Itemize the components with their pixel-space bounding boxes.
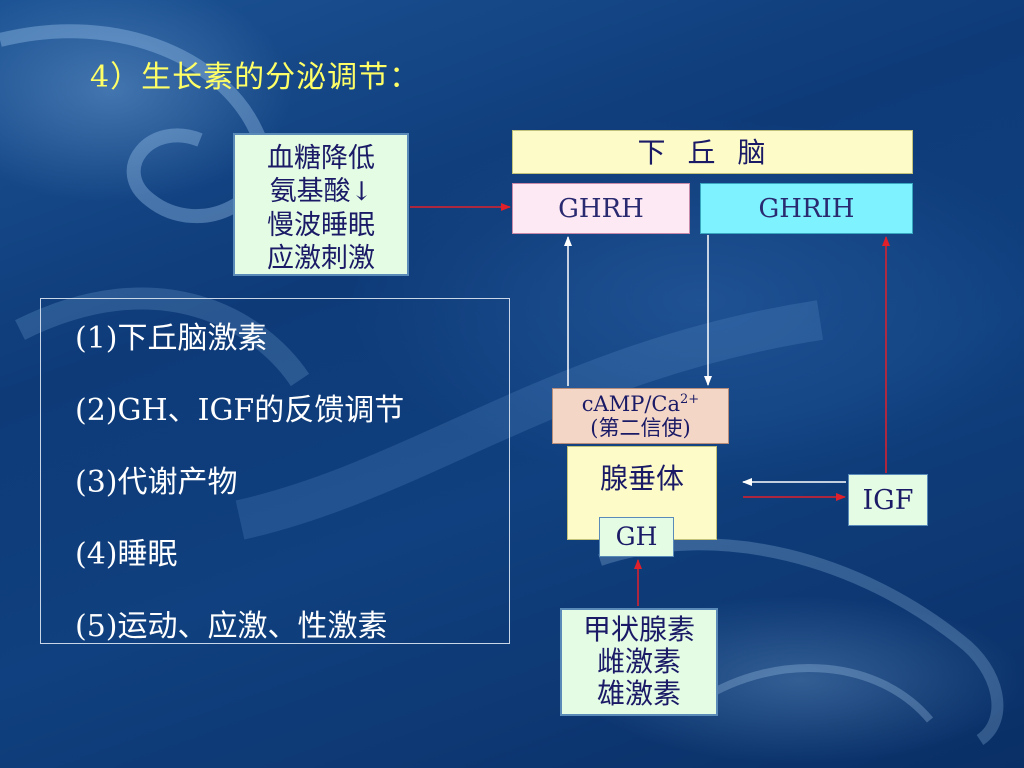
second-messenger-line: cAMP/Ca2+ bbox=[581, 392, 700, 416]
decrease-arrow-icon: ↓ bbox=[350, 177, 373, 207]
stimulus-line: 氨基酸↓ bbox=[269, 176, 373, 207]
hormones-box: 甲状腺素 雌激素 雄激素 bbox=[560, 608, 718, 716]
factor-item: (5)运动、应激、性激素 bbox=[75, 609, 388, 644]
stimuli-box: 血糖降低 氨基酸↓ 慢波睡眠 应激刺激 bbox=[233, 133, 409, 276]
hormone-item: 雄激素 bbox=[596, 677, 681, 710]
stimulus-line: 应激刺激 bbox=[267, 243, 375, 274]
pituitary-label: 腺垂体 bbox=[600, 462, 685, 495]
stimulus-line: 血糖降低 bbox=[267, 143, 375, 174]
ghrih-box: GHRIH bbox=[700, 183, 913, 234]
hormone-item: 雌激素 bbox=[596, 645, 681, 678]
slide-title: 4）生长素的分泌调节： bbox=[90, 60, 421, 95]
second-messenger-label: (第二信使) bbox=[590, 416, 691, 440]
factor-item: (2)GH、IGF的反馈调节 bbox=[75, 393, 405, 428]
hypothalamus-box: 下丘脑 bbox=[512, 130, 913, 174]
factor-item: (1)下丘脑激素 bbox=[75, 321, 268, 356]
factors-list: (1)下丘脑激素 (2)GH、IGF的反馈调节 (3)代谢产物 (4)睡眠 (5… bbox=[40, 298, 510, 644]
factor-item: (4)睡眠 bbox=[75, 537, 178, 572]
gh-box: GH bbox=[599, 517, 674, 557]
hormone-item: 甲状腺素 bbox=[582, 613, 695, 646]
igf-box: IGF bbox=[848, 474, 928, 526]
ghrh-box: GHRH bbox=[512, 183, 690, 234]
second-messenger-box: cAMP/Ca2+ (第二信使) bbox=[552, 388, 729, 444]
factor-item: (3)代谢产物 bbox=[75, 465, 238, 500]
stimulus-line: 慢波睡眠 bbox=[267, 210, 375, 241]
